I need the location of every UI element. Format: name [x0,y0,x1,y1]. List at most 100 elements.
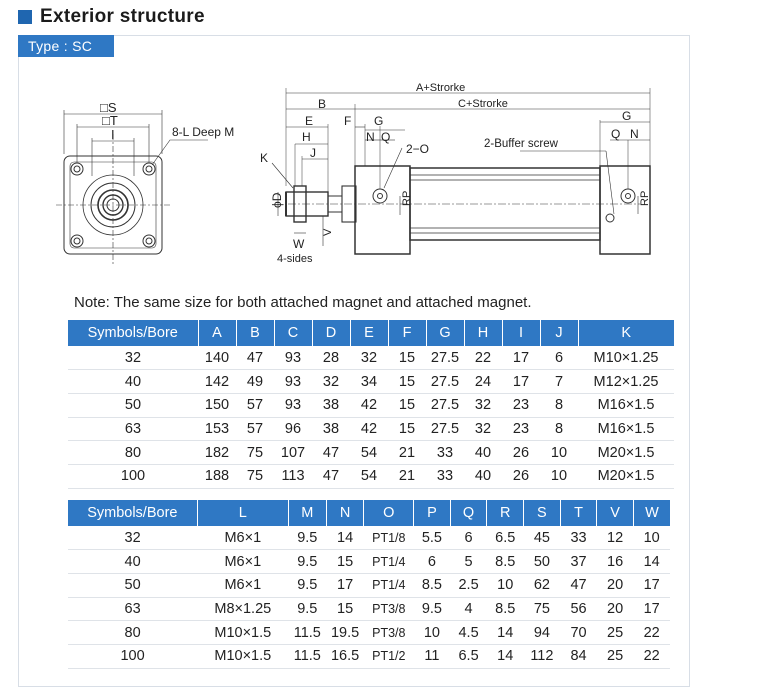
table-cell: 33 [426,464,464,489]
table-cell: 33 [560,526,597,551]
col-header-d: D [311,320,350,346]
dim-a-stroke: A+Strorke [416,82,465,94]
dim-phi-d: ϕD [270,192,284,208]
table-cell: 16.5 [326,644,364,669]
table-cell: 10 [540,440,578,465]
corner-hole [70,234,84,248]
dim-h: H [302,130,311,144]
table-cell: 40 [464,464,502,489]
table-cell: 182 [198,440,236,465]
table-cell: 8.5 [486,597,524,622]
table-cell: 22 [633,620,670,645]
dim-k: K [260,151,268,165]
table-cell: PT1/8 [363,526,414,551]
table-cell: 15 [388,393,426,418]
table-cell: 22 [464,346,502,371]
table-cell: 26 [502,464,540,489]
table-cell: 11 [413,644,451,669]
table-cell: 6.5 [486,526,524,551]
table-cell: M10×1.5 [197,644,289,669]
section-title: Exterior structure [40,6,205,27]
col-header-l: L [196,500,289,526]
dim-v: V [322,228,334,236]
col-header-i: I [501,320,540,346]
bore-cell: 50 [68,393,198,418]
table-cell: 25 [596,644,634,669]
table-cell: 17 [502,369,540,394]
table-cell: PT1/4 [363,573,414,598]
table-cell: 142 [198,369,236,394]
table-cell: 54 [350,464,388,489]
table-cell: 47 [312,440,350,465]
bore-cell: 32 [68,526,198,551]
table-cell: 96 [274,417,312,442]
table-cell: 107 [274,440,312,465]
bore-cell: 40 [68,369,198,394]
dim-e: E [305,114,313,128]
table-cell: 27.5 [426,393,464,418]
table-cell: 42 [350,417,388,442]
table-cell: 27.5 [426,417,464,442]
table-cell: 47 [312,464,350,489]
table-cell: 17 [502,346,540,371]
table-cell: 23 [502,417,540,442]
dim-c-stroke: C+Strorke [458,98,508,110]
table-cell: 8.5 [486,549,524,574]
col-header-c: C [273,320,312,346]
col-header-n: N [325,500,364,526]
table-cell: 6 [413,549,451,574]
table-cell: 112 [523,644,561,669]
table-cell: 45 [523,526,561,551]
col-header-v: V [596,500,634,526]
dim-f: F [344,114,351,128]
table-cell: 9.5 [288,597,327,622]
table-cell: 75 [523,597,561,622]
table-cell: 26 [502,440,540,465]
table-cell: 10 [486,573,524,598]
table-cell: 20 [596,597,634,622]
col-header-e: E [349,320,388,346]
section-header: Exterior structure [18,6,205,28]
table-cell: 10 [540,464,578,489]
dim-b: B [318,97,326,111]
blue-square-icon [18,10,32,24]
table-cell: 22 [633,644,670,669]
table-cell: 25 [596,620,634,645]
col-header-j: J [539,320,578,346]
table-cell: M6×1 [197,573,289,598]
table-cell: 62 [523,573,561,598]
table-cell: 17 [633,597,670,622]
col-header-s: S [523,500,561,526]
dim-w: W [293,237,305,251]
table-cell: 188 [198,464,236,489]
table-cell: 8 [540,393,578,418]
col-header-symbols-bore: Symbols/Bore [68,320,198,346]
table-cell: 47 [560,573,597,598]
table-cell: 6 [540,346,578,371]
table-cell: 11.5 [288,644,327,669]
col-header-g: G [425,320,464,346]
table-cell: 93 [274,369,312,394]
dim-deep-m: 8-L Deep M [172,125,234,139]
table-cell: 37 [560,549,597,574]
col-header-h: H [463,320,502,346]
dim-q-left: Q [381,130,390,144]
table-cell: 28 [312,346,350,371]
table-cell: 15 [326,549,364,574]
table-cell: 32 [312,369,350,394]
col-header-k: K [577,320,674,346]
table-cell: 15 [326,597,364,622]
table-cell: 57 [236,417,274,442]
table-cell: 21 [388,464,426,489]
table-cell: 19.5 [326,620,364,645]
table-cell: 56 [560,597,597,622]
table-cell: 42 [350,393,388,418]
